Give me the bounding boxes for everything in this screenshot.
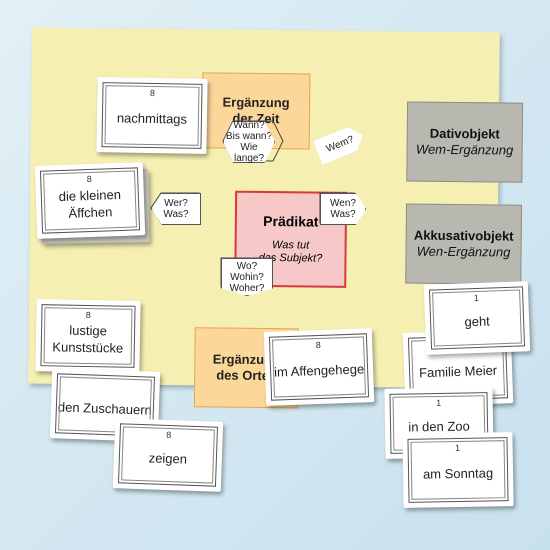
card-number: 1 (455, 442, 461, 454)
q-subjekt-1: Wer? (164, 198, 188, 209)
q-akku-2: Was? (330, 209, 356, 220)
card-number: 8 (166, 429, 172, 441)
card-number: 8 (315, 339, 321, 351)
card-text-line2: Kunststücke (52, 339, 124, 356)
word-card-nachmittags[interactable]: 8 nachmittags (96, 77, 208, 154)
q-dativ-1: Wem? (324, 133, 356, 155)
question-sign-zeit: Wann? Bis wann? Wie lange? (223, 121, 275, 163)
card-number: 8 (149, 87, 155, 99)
word-card-am-sonntag[interactable]: 1 am Sonntag (402, 432, 514, 508)
q-zeit-2: Bis wann? (225, 131, 273, 142)
card-number: 8 (86, 173, 92, 185)
q-subjekt-2: Was? (163, 209, 189, 220)
question-sign-subjekt: Wer? Was? (151, 193, 201, 225)
q-ort-2: Wohin? (230, 271, 264, 283)
card-text: am Sonntag (422, 464, 494, 482)
q-ort-3: Woher? (229, 282, 265, 294)
card-number: 1 (436, 397, 442, 409)
word-card-geht[interactable]: 1 geht (423, 281, 531, 355)
card-number (58, 378, 154, 381)
q-ort-1: Wo? (236, 260, 258, 272)
word-card-die-kleinen-aeffchen[interactable]: 8 die kleinen Äffchen (34, 162, 146, 239)
card-text: den Zuschauern (57, 398, 153, 418)
card-text-line1: lustige (69, 322, 108, 339)
question-sign-ort: Wo? Wohin? Woher? (221, 258, 273, 296)
q-akku-1: Wen? (330, 198, 356, 209)
q-zeit-1: Wann? (233, 120, 265, 131)
word-card-zeigen[interactable]: 8 zeigen (112, 418, 224, 492)
card-number: 1 (473, 292, 479, 304)
card-text-line1: die kleinen (58, 186, 122, 204)
card-text: geht (464, 313, 491, 329)
card-text: Familie Meier (418, 362, 498, 380)
card-text: zeigen (148, 449, 188, 467)
word-card-im-affengehege[interactable]: 8 im Affengehege (263, 328, 375, 406)
card-text-line2: Äffchen (68, 203, 113, 221)
word-card-lustige-kunststuecke[interactable]: 8 lustige Kunststücke (35, 299, 141, 373)
q-zeit-3: Wie lange? (233, 142, 265, 164)
card-number: 8 (85, 309, 91, 321)
card-text: im Affengehege (273, 360, 365, 380)
card-text: nachmittags (116, 110, 188, 127)
question-sign-akku: Wen? Was? (320, 193, 366, 225)
